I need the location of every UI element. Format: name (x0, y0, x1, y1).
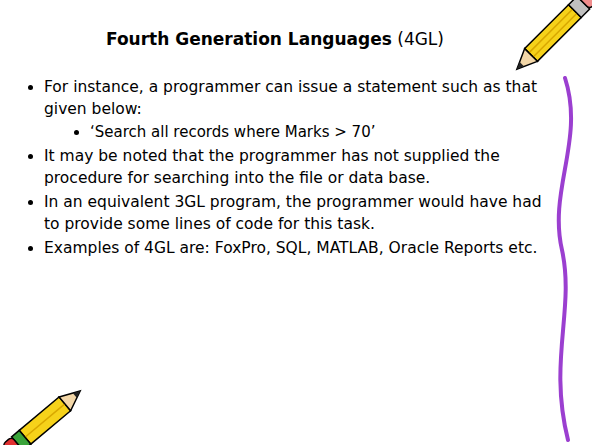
pencil-clipart (511, 0, 592, 75)
bullet-list: For instance, a programmer can issue a s… (22, 76, 554, 261)
bullet-item: In an equivalent 3GL program, the progra… (44, 191, 554, 235)
bullet-item: It may be noted that the programmer has … (44, 145, 554, 189)
pencil-clipart (2, 384, 86, 445)
slide-title: Fourth Generation Languages (106, 29, 392, 49)
sub-bullet-item: ‘Search all records where Marks > 70’ (90, 121, 554, 143)
code-example: ‘Search all records where Marks > 70’ (90, 123, 375, 141)
bullet-text: Examples of 4GL are: FoxPro, SQL, MATLAB… (44, 239, 537, 257)
decor-curve (559, 78, 571, 440)
bullet-text: In an equivalent 3GL program, the progra… (44, 193, 542, 233)
bullet-text: It may be noted that the programmer has … (44, 147, 500, 187)
bullet-text: For instance, a programmer can issue a s… (44, 78, 537, 118)
title-suffix: (4GL) (397, 29, 444, 49)
sub-bullet-list: ‘Search all records where Marks > 70’ (44, 121, 554, 143)
bullet-item: Examples of 4GL are: FoxPro, SQL, MATLAB… (44, 237, 554, 259)
slide-title-wrap: Fourth Generation Languages (4GL) (40, 28, 510, 50)
bullet-item: For instance, a programmer can issue a s… (44, 76, 554, 143)
